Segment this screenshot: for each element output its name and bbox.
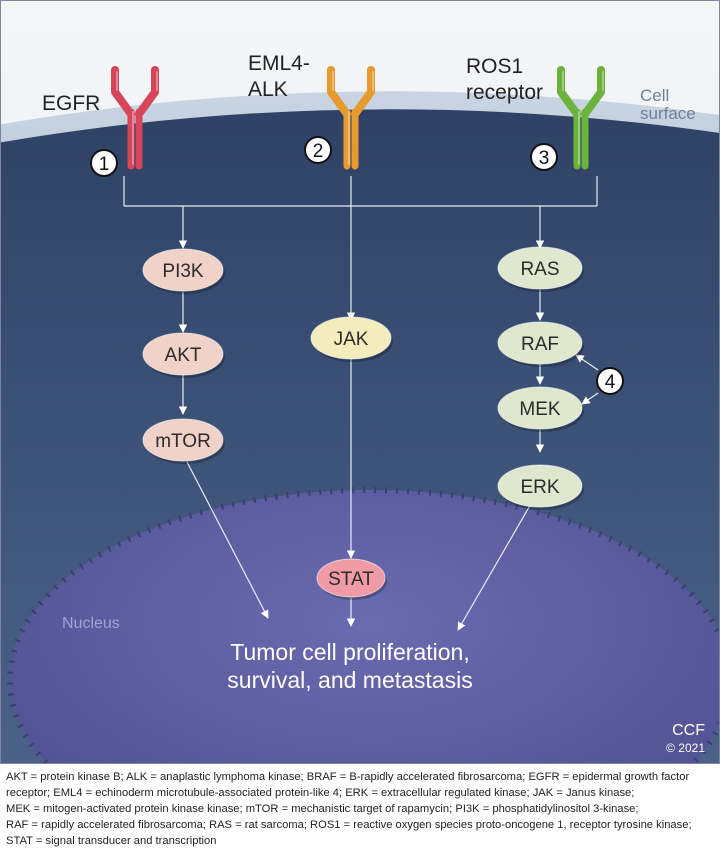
pathway-node-mtor: mTOR	[142, 418, 225, 464]
receptor-eml4-alk: EML4- ALK 2	[248, 52, 375, 170]
outcome-label-line-1: Tumor cell proliferation,	[230, 639, 469, 665]
receptor-number-badge: 3	[530, 143, 558, 171]
signaling-pathway-diagram: EGFR 1 EML4- ALK 2 ROS1 receptor 3 PI3K AKT mTOR J…	[0, 0, 720, 764]
receptor-icon	[557, 66, 605, 170]
marker-4-pointer-mek	[581, 392, 599, 405]
node-label: mTOR	[155, 431, 211, 452]
nucleus-label: Nucleus	[62, 615, 120, 632]
pathway-node-erk: ERK	[497, 464, 584, 510]
arrow-erk-outcome	[457, 501, 533, 631]
nodes-layer: PI3K AKT mTOR JAK STAT RAS RAF MEK ERK 4	[142, 246, 624, 600]
receptor-icon	[111, 66, 159, 170]
receptors-layer: EGFR 1 EML4- ALK 2 ROS1 receptor 3	[42, 52, 605, 177]
outcome-label-line-2: survival, and metastasis	[227, 667, 472, 693]
mek-raf-marker-number: 4	[605, 372, 616, 393]
receptor-number-badge: 1	[90, 149, 118, 177]
pathway-node-mek: MEK	[497, 386, 584, 432]
mek-raf-marker-badge: 4	[596, 367, 624, 395]
cell-surface-label-line-2: surface	[640, 104, 696, 123]
pathway-node-ras: RAS	[497, 246, 584, 292]
node-label: ERK	[520, 477, 559, 498]
pathway-node-stat: STAT	[316, 558, 387, 600]
node-label: STAT	[328, 569, 374, 590]
receptor-label: ALK	[248, 78, 288, 101]
nucleus	[7, 487, 719, 763]
receptor-label: ROS1	[466, 55, 523, 78]
cell-surface-label-line-1: Cell	[640, 86, 669, 105]
caption-line: AKT = protein kinase B; ALK = anaplastic…	[6, 771, 690, 783]
pathway-node-pi3k: PI3K	[142, 248, 225, 294]
receptor-number: 1	[99, 154, 110, 175]
receptor-ros1receptor: ROS1 receptor 3	[466, 55, 605, 171]
receptor-label: EML4-	[248, 52, 310, 75]
pathway-node-raf: RAF	[497, 321, 584, 367]
node-label: RAF	[521, 334, 559, 355]
caption-line: receptor; EML4 = echinoderm microtubule-…	[6, 787, 635, 799]
pathway-node-akt: AKT	[142, 332, 225, 378]
marker-4-pointer-raf	[575, 354, 599, 371]
receptor-number-badge: 2	[304, 136, 332, 164]
node-label: JAK	[334, 329, 369, 350]
node-label: MEK	[519, 399, 561, 420]
receptor-label: EGFR	[42, 92, 100, 115]
connectors-layer	[123, 176, 599, 631]
node-label: RAS	[520, 259, 559, 280]
caption-line: RAF = rapidly accelerated fibrosarcoma; …	[6, 819, 692, 831]
credit-line-1: CCF	[672, 722, 705, 739]
receptor-egfr: EGFR 1	[42, 66, 159, 177]
credit-line-2: © 2021	[666, 741, 705, 755]
pathway-node-jak: JAK	[310, 316, 393, 362]
receptor-number: 2	[313, 141, 324, 162]
caption-line: STAT = signal transducer and transcripti…	[6, 835, 217, 847]
arrow-mtor-outcome	[186, 461, 269, 619]
abbreviation-caption: AKT = protein kinase B; ALK = anaplastic…	[6, 769, 714, 849]
receptor-icon	[327, 66, 375, 170]
caption-line: MEK = mitogen-activated protein kinase k…	[6, 803, 639, 815]
receptor-number: 3	[539, 148, 550, 169]
node-label: AKT	[165, 345, 202, 366]
node-label: PI3K	[162, 261, 204, 282]
receptor-label: receptor	[466, 81, 543, 104]
